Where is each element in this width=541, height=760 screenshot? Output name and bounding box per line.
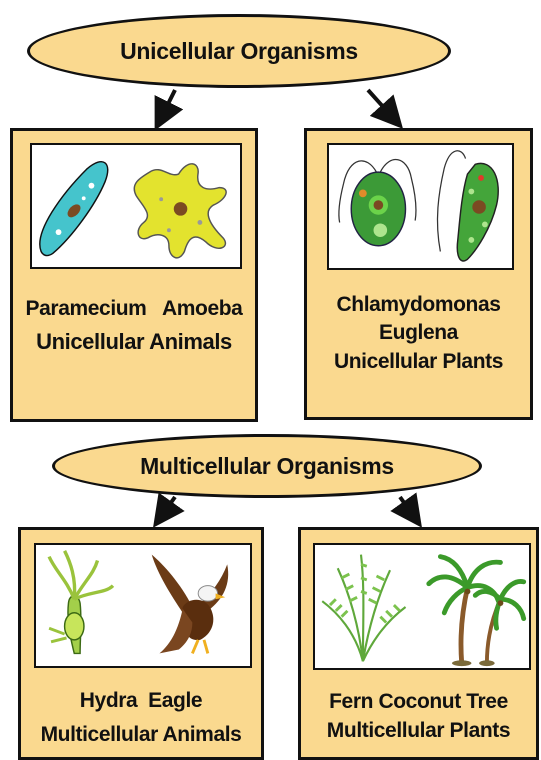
unicellular-animals-box: Paramecium Amoeba Unicellular Animals: [10, 128, 258, 422]
fern-coconut-tree-illustration: [313, 543, 531, 670]
eagle-icon: [152, 555, 228, 654]
multicellular-plants-box: Fern Coconut Tree Multicellular Plants: [298, 527, 539, 760]
multicellular-organisms-node: Multicellular Organisms: [52, 434, 482, 498]
chlamydomonas-label: Chlamydomonas: [307, 291, 530, 319]
chlamydomonas-icon: [339, 160, 416, 246]
paramecium-icon: [40, 162, 108, 256]
fern-icon: [322, 555, 405, 662]
arrow-to-unicellular-plants: [368, 90, 395, 120]
amoeba-icon: [134, 164, 226, 258]
coconut-tree-icon: [429, 557, 524, 666]
multicellular-animals-box: Hydra Eagle Multicellular Animals: [18, 527, 264, 760]
unicellular-plants-label: Unicellular Plants: [307, 348, 530, 376]
multicellular-organisms-label: Multicellular Organisms: [140, 453, 394, 480]
hydra-eagle-illustration: [34, 543, 252, 668]
unicellular-plants-box: Chlamydomonas Euglena Unicellular Plants: [304, 128, 533, 420]
multicellular-plants-label: Multicellular Plants: [301, 716, 536, 745]
arrow-to-multicellular-animals: [160, 497, 175, 518]
hydra-eagle-label: Hydra Eagle: [21, 688, 261, 714]
arrow-to-multicellular-plants: [400, 497, 415, 518]
paramecium-amoeba-illustration: [30, 143, 242, 269]
unicellular-organisms-node: Unicellular Organisms: [27, 14, 451, 88]
hydra-icon: [49, 551, 113, 654]
multicellular-animals-label: Multicellular Animals: [21, 722, 261, 748]
euglena-label: Euglena: [307, 319, 530, 347]
unicellular-organisms-label: Unicellular Organisms: [120, 38, 358, 65]
chlamydomonas-euglena-illustration: [327, 143, 514, 270]
paramecium-amoeba-label: Paramecium Amoeba: [13, 296, 255, 322]
euglena-icon: [437, 151, 498, 261]
arrow-to-unicellular-animals: [160, 90, 175, 120]
unicellular-animals-label: Unicellular Animals: [13, 328, 255, 356]
fern-coconut-tree-label: Fern Coconut Tree: [301, 687, 536, 716]
